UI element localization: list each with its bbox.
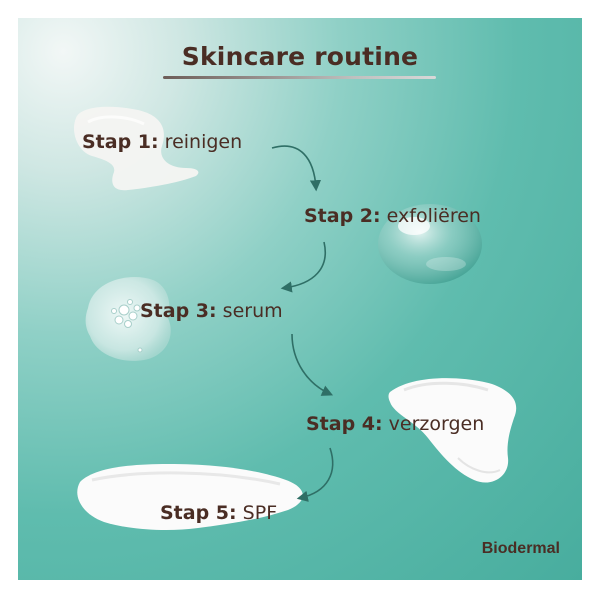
exfoliant-droplet-icon xyxy=(378,204,482,284)
title-underline xyxy=(163,76,436,79)
cleanser-foam-icon xyxy=(73,106,199,191)
step-3: Stap 3: serum xyxy=(140,300,283,322)
step-3-text: serum xyxy=(222,300,283,322)
step-3-label: Stap 3: xyxy=(140,300,217,322)
illustrations xyxy=(73,106,517,530)
serum-bubbles-icon xyxy=(85,277,171,361)
step-5: Stap 5: SPF xyxy=(160,502,277,524)
step-4-text: verzorgen xyxy=(388,413,485,435)
page-title: Skincare routine xyxy=(181,42,419,71)
moisturizer-swatch-icon xyxy=(388,378,517,483)
step-5-text: SPF xyxy=(242,502,278,524)
step-1: Stap 1: reinigen xyxy=(82,131,242,153)
step-2-label: Stap 2: xyxy=(304,205,381,227)
curved-arrow-icon xyxy=(271,145,334,502)
step-5-label: Stap 5: xyxy=(160,502,237,524)
step-1-label: Stap 1: xyxy=(82,131,159,153)
step-1-text: reinigen xyxy=(164,131,243,153)
brand-logo: Biodermal xyxy=(481,540,560,557)
step-4: Stap 4: verzorgen xyxy=(306,413,484,435)
step-2: Stap 2: exfoliëren xyxy=(304,205,481,227)
step-4-label: Stap 4: xyxy=(306,413,383,435)
step-2-text: exfoliëren xyxy=(386,205,481,227)
infographic-panel: Skincare routine Stap 1: reinigen Stap 2… xyxy=(18,18,582,580)
sunscreen-swatch-icon xyxy=(77,464,303,530)
